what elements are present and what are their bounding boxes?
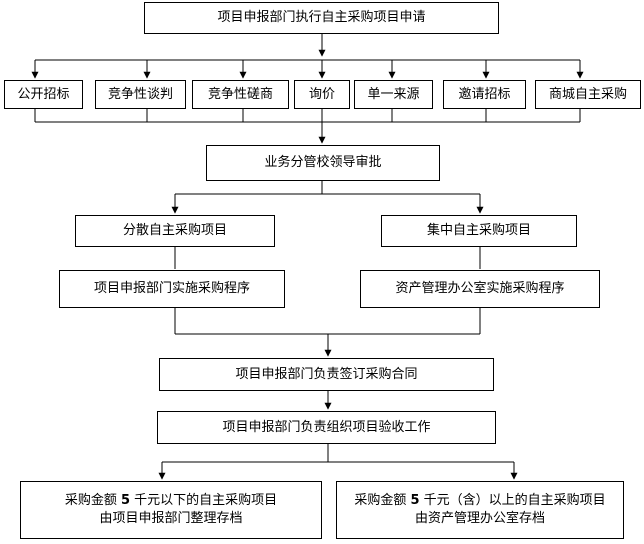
apply-box: 项目申报部门执行自主采购项目申请	[144, 2, 499, 34]
dept-implementation-box: 项目申报部门实施采购程序	[59, 270, 285, 308]
method-inquiry: 询价	[294, 80, 350, 109]
dept-archive-box: 采购金额 5 千元以下的自主采购项目 由项目申报部门整理存档	[20, 481, 322, 539]
dept-archive-line2: 由项目申报部门整理存档	[99, 511, 243, 526]
method-open-tender: 公开招标	[4, 80, 83, 109]
asset-office-implementation-box: 资产管理办公室实施采购程序	[360, 270, 600, 308]
contract-box: 项目申报部门负责签订采购合同	[159, 358, 494, 391]
centralized-box: 集中自主采购项目	[381, 215, 577, 247]
method-invited-tender: 邀请招标	[443, 80, 526, 109]
asset-office-archive-box: 采购金额 5 千元（含）以上的自主采购项目 由资产管理办公室存档	[336, 481, 624, 539]
method-competitive-consultation: 竞争性磋商	[192, 80, 289, 109]
decentralized-box: 分散自主采购项目	[75, 215, 275, 247]
method-competitive-negotiation: 竞争性谈判	[95, 80, 186, 109]
approval-box: 业务分管校领导审批	[206, 145, 440, 181]
dept-archive-line1: 采购金额 5 千元以下的自主采购项目	[64, 493, 278, 508]
method-mall-purchase: 商城自主采购	[535, 80, 641, 109]
method-single-source: 单一来源	[354, 80, 433, 109]
asset-office-archive-line2: 由资产管理办公室存档	[414, 511, 545, 526]
asset-office-archive-line1: 采购金额 5 千元（含）以上的自主采购项目	[354, 493, 606, 508]
acceptance-box: 项目申报部门负责组织项目验收工作	[157, 411, 496, 444]
